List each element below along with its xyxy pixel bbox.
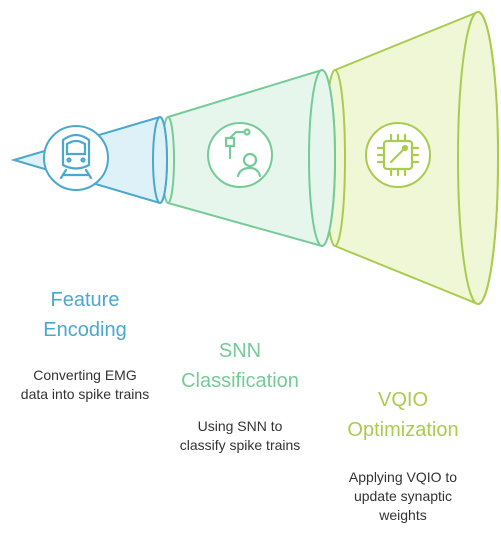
stage-1-description: Converting EMG data into spike trains — [5, 366, 165, 404]
stage-2-title-line-2: Classification — [181, 370, 299, 392]
stage-1-icon-circle — [43, 125, 109, 191]
stage-1-title: Feature Encoding — [10, 285, 160, 345]
stage-1-title-line-1: Feature — [50, 289, 120, 311]
stage-3-desc-line-1: Applying VQIO to — [348, 469, 458, 485]
train-icon — [59, 133, 93, 180]
stage-3-description: Applying VQIO to update synaptic weights — [323, 468, 483, 525]
stage-3-title: VQIO Optimization — [328, 385, 478, 445]
stage-2-title: SNN Classification — [165, 336, 315, 396]
stage-3-title-line-1: VQIO — [377, 389, 428, 411]
chip-icon — [376, 133, 420, 177]
stage-2-desc-line-1: Using SNN to — [197, 418, 283, 434]
stage-1-title-line-2: Encoding — [43, 319, 127, 341]
stage-1-desc-line-2: data into spike trains — [20, 386, 150, 402]
stage-2-description: Using SNN to classify spike trains — [160, 417, 320, 455]
robot-arm-user-icon — [224, 128, 262, 178]
stage-2-title-line-1: SNN — [218, 340, 262, 362]
stage-3-title-line-2: Optimization — [347, 419, 459, 441]
stage-3-desc-line-2: update synaptic — [353, 488, 453, 504]
stage-2-desc-line-2: classify spike trains — [179, 437, 301, 453]
stage-1-desc-line-1: Converting EMG — [33, 367, 137, 383]
stage-3-desc-line-3: weights — [379, 507, 427, 523]
